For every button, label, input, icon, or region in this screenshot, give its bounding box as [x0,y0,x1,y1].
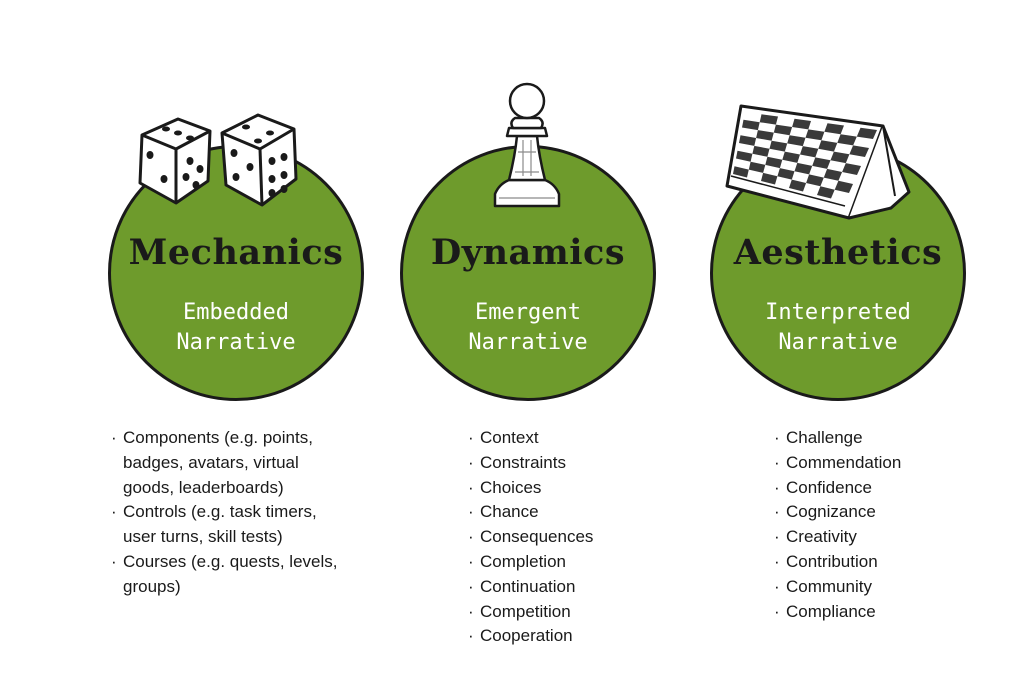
board-square [834,180,853,193]
board-square [752,145,770,157]
dynamics-subtitle: Emergent Narrative [390,298,666,358]
board-square [765,156,783,169]
mechanics-list: Components (e.g. points, badges, avatars… [111,426,351,600]
list-item: Completion [468,550,668,575]
dynamics-list: Context Constraints Choices Chance Conse… [468,426,668,649]
dynamics-subtitle-line-2: Narrative [468,330,588,355]
board-square [830,151,850,164]
board-square [742,119,760,131]
board-square [837,134,857,146]
board-square [787,135,806,147]
board-square [824,123,844,135]
board-square [842,163,861,175]
board-square [806,174,824,187]
mechanics-title: Mechanics [128,232,344,273]
list-item: Consequences [468,525,668,550]
board-square [817,186,835,199]
list-item: Challenge [774,426,974,451]
dynamics-title: Dynamics [430,232,626,273]
list-item: Compliance [774,600,974,625]
board-square [792,118,811,130]
board-square [756,130,774,141]
list-item: Context [468,426,668,451]
mechanics-subtitle-line-2: Narrative [176,330,296,355]
list-item: Commendation [774,451,974,476]
list-item: Cooperation [468,624,668,649]
list-item: Creativity [774,525,974,550]
board-square [761,172,778,185]
aesthetics-list: Challenge Commendation Confidence Cogniz… [774,426,974,624]
board-square [782,151,800,163]
board-square [800,146,819,158]
dice-icon [138,113,298,207]
list-item: Controls (e.g. task timers, user turns, … [111,500,351,550]
dynamics-subtitle-line-1: Emergent [475,300,581,325]
board-square [849,145,869,157]
pillar-aesthetics: Aesthetics Interpreted Narrative Challen… [700,0,1000,698]
list-item: Continuation [468,575,668,600]
list-item: Choices [468,476,668,501]
board-square [794,162,813,175]
chessboard-icon [725,104,911,220]
board-square [812,157,831,169]
list-item: Community [774,575,974,600]
list-item: Courses (e.g. quests, levels, groups) [111,550,351,600]
board-square [736,150,753,162]
board-square [773,124,793,136]
list-item: Chance [468,500,668,525]
board-square [818,140,838,152]
mechanics-subtitle: Embedded Narrative [98,298,374,358]
pillar-mechanics: Mechanics Embedded Narrative Components … [98,0,398,698]
board-square [823,168,843,181]
board-square [733,166,749,178]
list-item: Contribution [774,550,974,575]
list-item: Confidence [774,476,974,501]
aesthetics-subtitle-line-1: Interpreted [765,300,911,325]
list-item: Competition [468,600,668,625]
aesthetics-subtitle: Interpreted Narrative [700,298,976,358]
pillar-dynamics: Dynamics Emergent Narrative Context Cons… [390,0,690,698]
mechanics-subtitle-line-1: Embedded [183,300,289,325]
board-square [759,114,778,125]
list-item: Constraints [468,451,668,476]
board-square [777,168,795,180]
board-square [769,140,788,152]
board-square [739,135,757,146]
aesthetics-title: Aesthetics [733,232,943,273]
list-item: Components (e.g. points, badges, avatars… [111,426,351,500]
list-item: Cognizance [774,500,974,525]
chess-pawn-icon [493,82,561,208]
board-square [805,129,825,141]
board-square [748,161,766,173]
board-square [789,179,807,192]
aesthetics-subtitle-line-2: Narrative [778,330,898,355]
board-square [856,127,877,139]
